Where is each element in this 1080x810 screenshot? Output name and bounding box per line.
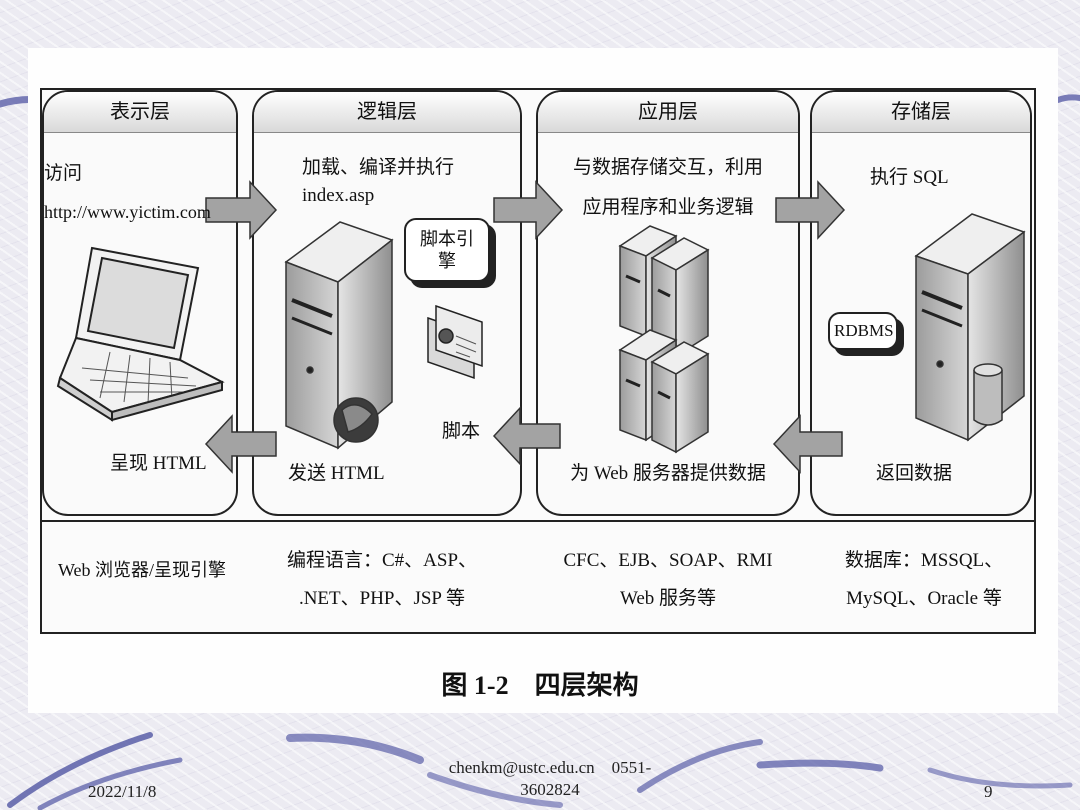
page-number: 9 bbox=[984, 782, 993, 801]
url-text: http://www.yictim.com bbox=[44, 202, 211, 222]
logic-step-line1: 加载、编译并执行 bbox=[302, 157, 455, 178]
arrow-left-3 bbox=[772, 414, 843, 474]
database-cylinder-icon bbox=[973, 363, 1003, 426]
arrow-left-1 bbox=[204, 414, 277, 474]
laptop-icon bbox=[56, 246, 225, 422]
arrow-left-2 bbox=[492, 406, 561, 466]
exec-sql-label: 执行 SQL bbox=[870, 167, 949, 188]
layer-title-storage: 存储层 bbox=[812, 92, 1030, 133]
arrow-right-2 bbox=[493, 180, 564, 240]
script-label: 脚本 bbox=[442, 421, 481, 442]
database-server-icon bbox=[914, 213, 1026, 442]
server-cluster-icon bbox=[618, 225, 710, 454]
layer-title-presentation: 表示层 bbox=[44, 92, 236, 133]
logic-step-line2: index.asp bbox=[302, 185, 375, 206]
provide-data-label: 为 Web 服务器提供数据 bbox=[570, 463, 766, 484]
render-html-label: 呈现 HTML bbox=[110, 453, 207, 474]
storage-tech-line1: 数据库：MSSQL、 bbox=[844, 550, 1004, 571]
access-label: 访问 bbox=[44, 163, 83, 184]
arrow-right-3 bbox=[775, 180, 846, 240]
app-step-line2: 应用程序和业务逻辑 bbox=[582, 197, 754, 218]
app-step-line1: 与数据存储交互，利用 bbox=[572, 157, 763, 178]
send-html-label: 发送 HTML bbox=[288, 463, 385, 484]
tech-divider bbox=[40, 520, 1036, 522]
footer-contact: chenkm@ustc.edu.cn 0551- 3602824 bbox=[400, 757, 700, 801]
return-data-label: 返回数据 bbox=[876, 463, 953, 484]
arrow-right-1 bbox=[205, 180, 278, 240]
layer-title-logic: 逻辑层 bbox=[254, 92, 520, 133]
script-engine-label: 脚本引擎 bbox=[404, 218, 490, 282]
presentation-tech: Web 浏览器/呈现引擎 bbox=[58, 560, 227, 580]
app-tech-line1: CFC、EJB、SOAP、RMI bbox=[563, 550, 773, 571]
rdbms-label: RDBMS bbox=[828, 312, 898, 350]
footer-phone: 3602824 bbox=[520, 780, 580, 799]
layer-title-application: 应用层 bbox=[538, 92, 798, 133]
web-server-icon bbox=[284, 221, 394, 450]
app-tech-line2: Web 服务等 bbox=[619, 588, 717, 609]
figure-caption: 图 1-2 四层架构 bbox=[441, 671, 639, 700]
logic-tech-line2: .NET、PHP、JSP 等 bbox=[298, 588, 466, 609]
footer-date: 2022/11/8 bbox=[88, 782, 157, 801]
footer-email: chenkm@ustc.edu.cn 0551- bbox=[448, 758, 652, 777]
storage-tech-line2: MySQL、Oracle 等 bbox=[846, 588, 1002, 609]
logic-tech-line1: 编程语言：C#、ASP、 bbox=[286, 550, 478, 571]
script-card-icon bbox=[427, 304, 483, 380]
